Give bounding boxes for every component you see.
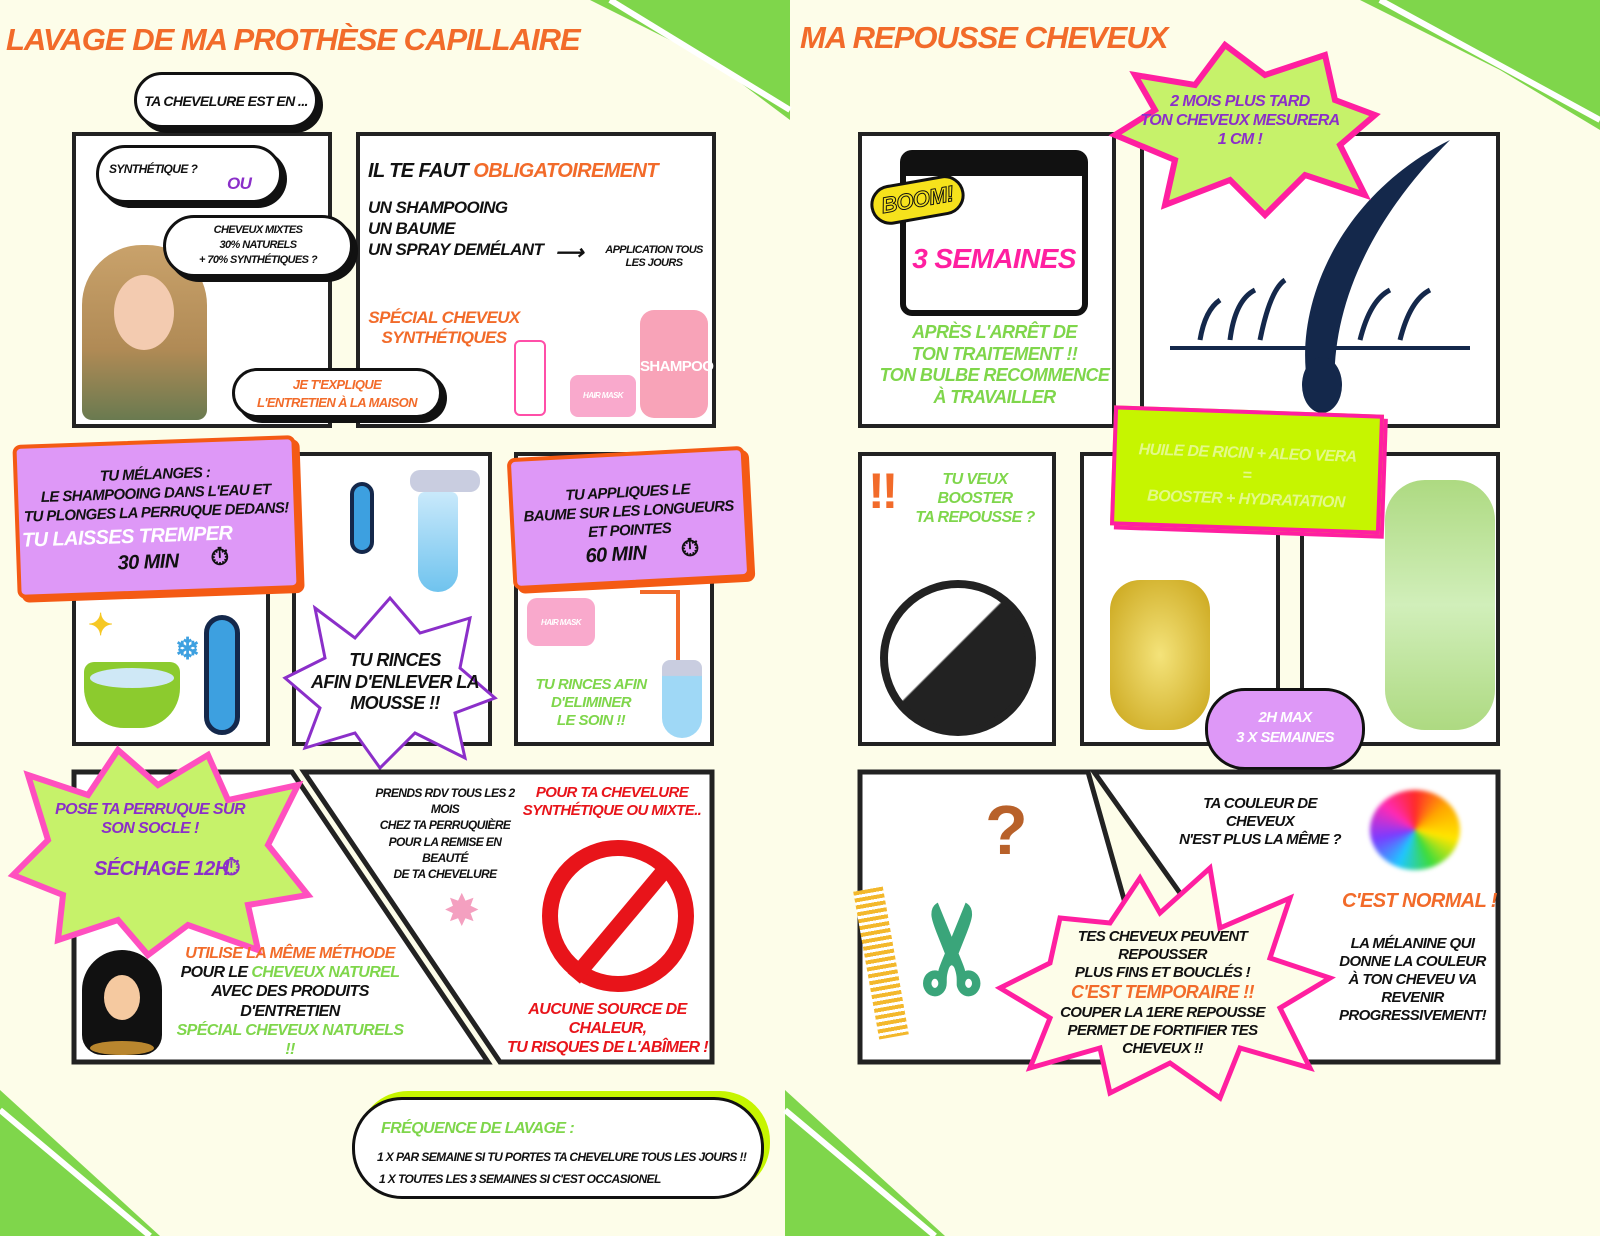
natural-hair-text: UTILISE LA MÊME MÉTHODE POUR LE CHEVEUX … (176, 945, 404, 1058)
timer-icon: ⏱ (209, 543, 230, 572)
hair-follicle-icon (1170, 140, 1470, 413)
comb-burst-icon: ✸ (445, 889, 479, 933)
timer-icon: ⏱ (222, 854, 241, 881)
decor-burst-bottom-left (0, 1090, 160, 1236)
decor-burst-top-left (590, 0, 792, 120)
drying-time: SÉCHAGE 12H (94, 858, 229, 880)
no-heat-icon (542, 840, 694, 992)
arrow-right-icon: ⟶ (555, 242, 584, 264)
basin-icon (84, 662, 180, 728)
burst-rinse (282, 595, 498, 771)
exclamation-icon: ‼ (868, 463, 898, 519)
normal-text: C'EST NORMAL ! (1342, 890, 1497, 912)
speech-bubble-explain: JE T'EXPLIQUE L'ENTRETIEN À LA MAISON (232, 368, 442, 418)
thermometer-icon (204, 615, 240, 735)
aloe-vera-icon (1385, 480, 1495, 730)
product-spray: UN SPRAY DEMÉLANT (368, 240, 544, 259)
decor-burst-top-right (1360, 0, 1600, 130)
speech-bubble-mixed: CHEVEUX MIXTES 30% NATURELS + 70% SYNTHÉ… (163, 215, 353, 277)
question-mark-icon: ? (985, 791, 1028, 869)
portrait-avatar (82, 245, 207, 420)
faucet-small-icon (662, 660, 702, 738)
hair-mask-jar-icon: HAIR MASK (570, 375, 636, 417)
color-splash-icon (1370, 790, 1460, 870)
frequency-box: FRÉQUENCE DE LAVAGE : 1 X PAR SEMAINE SI… (352, 1097, 764, 1199)
speech-bubble-question: TA CHEVELURE EST EN ... (134, 72, 318, 128)
wig-stand-icon (82, 950, 162, 1055)
left-page-title: LAVAGE DE MA PROTHÈSE CAPILLAIRE (6, 22, 581, 57)
burst-drying (7, 745, 314, 960)
oil-callout: HUILE DE RICIN + ALEO VERA = BOOSTER + H… (1109, 405, 1385, 535)
callout-step-soak: TU MÉLANGES : LE SHAMPOOING DANS L'EAU E… (12, 435, 301, 599)
product-shampoo: UN SHAMPOOING (368, 198, 508, 217)
spray-bottle-icon (514, 340, 546, 416)
rocket-icon (880, 580, 1036, 736)
products-title: IL TE FAUT OBLIGATOIREMENT (368, 160, 659, 182)
faucet-icon (410, 470, 480, 600)
timer-icon: ⏱ (679, 534, 700, 563)
oil-bottle-icon (1110, 580, 1210, 730)
snowflake-icon: ❄ (175, 633, 200, 666)
hair-mask-jar-icon: HAIR MASK (527, 598, 595, 646)
sparkle-icon: ✦ (88, 609, 113, 642)
burst-regrow (994, 863, 1336, 1102)
arrow-down-icon (640, 590, 680, 660)
burst-two-months (1108, 40, 1381, 220)
decor-burst-bottom-mid (783, 1090, 945, 1236)
shampoo-bottle-icon: SHAMPOO (640, 310, 714, 418)
right-page-title: MA REPOUSSE CHEVEUX (800, 20, 1168, 55)
thermometer-small-icon (350, 482, 374, 554)
cloud-bubble: 2H MAX 3 X SEMAINES (1205, 688, 1365, 770)
calendar-icon: 3 SEMAINES (900, 150, 1088, 316)
speech-bubble-synthetic: SYNTHÉTIQUE ?OU (96, 145, 282, 203)
callout-step-balm: TU APPLIQUES LE BAUME SUR LES LONGUEURS … (506, 445, 752, 591)
product-balm: UN BAUME (368, 219, 455, 238)
